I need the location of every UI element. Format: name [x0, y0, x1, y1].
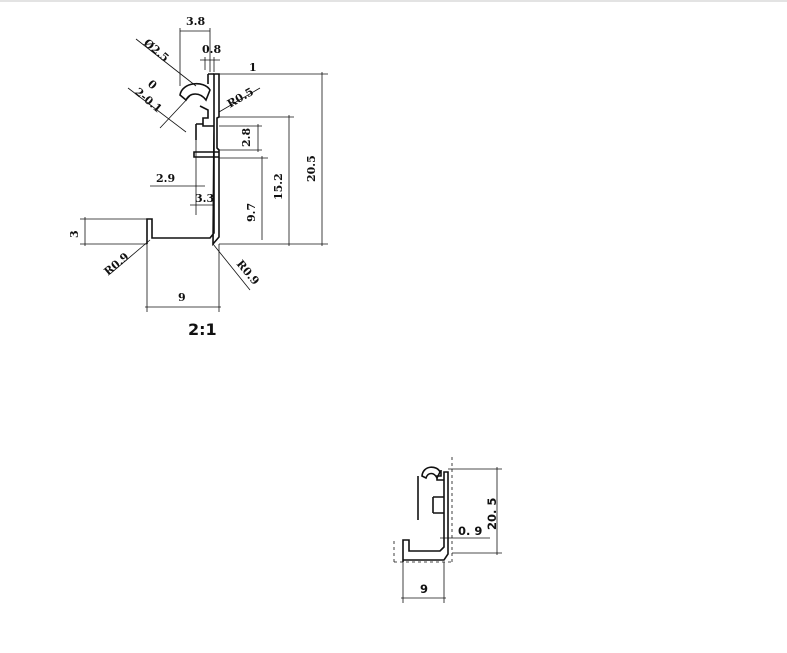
large-profile-lip — [207, 73, 214, 84]
large-profile-slot — [193, 151, 219, 158]
dim-2-9: 2.9 — [156, 172, 175, 185]
dim-3-3: 3.3 — [195, 192, 214, 205]
dim-15-2: 15.2 — [272, 173, 285, 200]
large-profile-notch — [195, 123, 203, 140]
dim-9-small: 9 — [420, 582, 428, 596]
dim-3: 3 — [68, 230, 81, 238]
small-profile-fin — [432, 496, 444, 514]
scale-label: 2:1 — [188, 320, 217, 339]
dim-1: 1 — [249, 61, 257, 74]
dim-0-8: 0.8 — [202, 43, 221, 56]
dim-9-large: 9 — [178, 291, 186, 304]
small-profile-outline — [402, 470, 449, 562]
large-profile-bead — [179, 82, 211, 102]
dim-20-5-small: 20. 5 — [485, 498, 499, 530]
dim-3-8: 3.8 — [186, 15, 205, 28]
dim-r0-5-top: R0.5 — [225, 85, 256, 110]
small-profile-drawing: 20. 5 0. 9 9 — [393, 457, 502, 603]
dim-9-7: 9.7 — [245, 203, 258, 222]
dim-r0-9-right: R0.9 — [234, 258, 262, 288]
top-border-line — [0, 0, 787, 2]
dim-r0-9-left: R0.9 — [102, 250, 132, 278]
dim-diameter-2-5: Ø2.5 — [141, 36, 171, 64]
large-profile-outline — [146, 73, 220, 247]
dim-20-5-large: 20.5 — [305, 155, 318, 182]
large-profile-drawing: 3.8 0.8 1 Ø2.5 0 2-0.1 R0.5 2.8 2.9 3.3 — [68, 15, 328, 339]
dim-0-9: 0. 9 — [458, 524, 482, 538]
small-profile-bead — [421, 466, 441, 480]
dim-2-8: 2.8 — [240, 128, 253, 147]
